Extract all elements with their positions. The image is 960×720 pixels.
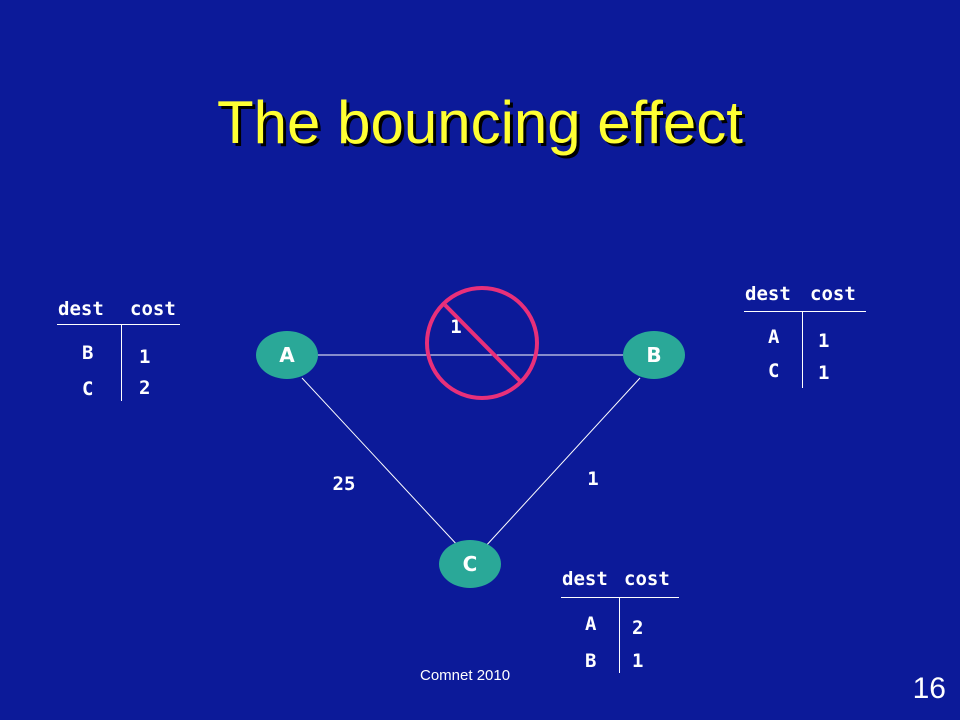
table-c-row-1-dest: B: [585, 650, 597, 672]
node-c: C: [439, 540, 501, 588]
node-c-label: C: [463, 552, 478, 576]
table-c-row-0-cost: 2: [632, 617, 644, 639]
table-b-divider: [744, 311, 866, 312]
edge-label-a-c: 25: [333, 473, 356, 495]
node-a: A: [256, 331, 318, 379]
table-a-divider: [57, 324, 180, 325]
table-c-header-cost: cost: [624, 568, 670, 590]
edge-label-a-b: 1: [450, 316, 461, 338]
table-a-row-1-dest: C: [82, 378, 94, 400]
table-c-row-1-cost: 1: [632, 650, 644, 672]
table-c-divider: [561, 597, 679, 598]
edge-label-b-c: 1: [587, 468, 598, 490]
table-b-header-dest: dest: [745, 283, 791, 305]
link-failure-prohibit-icon: [425, 286, 539, 400]
page-number: 16: [912, 672, 946, 705]
table-b-column-divider: [802, 311, 803, 388]
footer-text: Comnet 2010: [420, 667, 511, 684]
node-b-label: B: [646, 343, 661, 367]
table-a-row-1-cost: 2: [139, 377, 151, 399]
node-b: B: [623, 331, 685, 379]
table-b-header-cost: cost: [810, 283, 856, 305]
table-b-row-1-cost: 1: [818, 362, 830, 384]
table-b-row-0-cost: 1: [818, 330, 830, 352]
table-a-header-dest: dest: [58, 298, 104, 320]
table-b-row-0-dest: A: [768, 326, 780, 348]
table-a-header-cost: cost: [130, 298, 176, 320]
table-a-row-0-dest: B: [82, 342, 94, 364]
link-b-c: [483, 377, 641, 549]
table-a-column-divider: [121, 324, 122, 401]
table-c-row-0-dest: A: [585, 613, 597, 635]
link-a-c: [301, 377, 461, 549]
node-a-label: A: [279, 343, 295, 367]
table-b-row-1-dest: C: [768, 360, 780, 382]
table-c-column-divider: [619, 597, 620, 673]
slide-title: The bouncing effect: [217, 89, 743, 156]
table-c-header-dest: dest: [562, 568, 608, 590]
table-a-row-0-cost: 1: [139, 346, 151, 368]
